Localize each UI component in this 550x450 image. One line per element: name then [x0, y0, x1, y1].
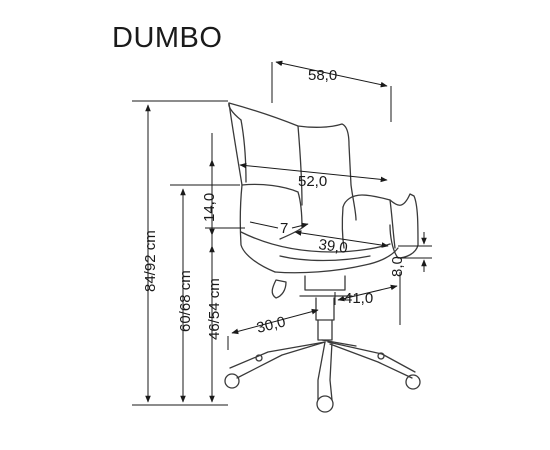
- dim-armrest-gap: 7: [280, 220, 288, 237]
- dim-seat-width: 41,0: [344, 290, 373, 307]
- dim-total-width: 58,0: [308, 67, 337, 84]
- dim-base-radius: 30,0: [255, 313, 287, 337]
- dimension-lines: [132, 60, 432, 406]
- dim-back-width: 52,0: [298, 173, 327, 190]
- dim-armrest-thickness: 8,0: [389, 256, 406, 277]
- product-title: DUMBO: [112, 22, 223, 54]
- dim-armrest-height: 60/68 cm: [177, 270, 194, 332]
- dim-back-height: 14,0: [201, 193, 218, 222]
- dim-total-height: 84/92 cm: [142, 230, 159, 292]
- dim-seat-depth: 39,0: [317, 236, 348, 257]
- dim-seat-height: 46/54 cm: [206, 278, 223, 340]
